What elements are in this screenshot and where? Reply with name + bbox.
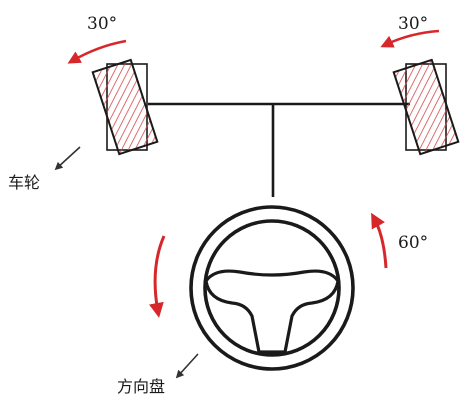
steering-angle-label: 60° xyxy=(398,233,428,253)
left-wheel-turn-arrow xyxy=(67,39,127,64)
wheel-label: 车轮 xyxy=(8,173,40,192)
steering-pointer-arrow xyxy=(175,353,199,379)
axle xyxy=(148,102,410,197)
right-wheel xyxy=(392,58,460,156)
wheel-pointer-arrow xyxy=(54,146,81,171)
left-wheel xyxy=(91,58,159,156)
steering-left-arrow xyxy=(149,235,166,318)
left-wheel-angle-label: 30° xyxy=(87,14,117,34)
right-wheel-turn-arrow xyxy=(380,29,440,48)
steering-right-arrow xyxy=(371,212,388,269)
steering-wheel xyxy=(189,205,355,371)
right-wheel-angle-label: 30° xyxy=(398,14,428,34)
steering-wheel-label: 方向盘 xyxy=(117,377,165,396)
